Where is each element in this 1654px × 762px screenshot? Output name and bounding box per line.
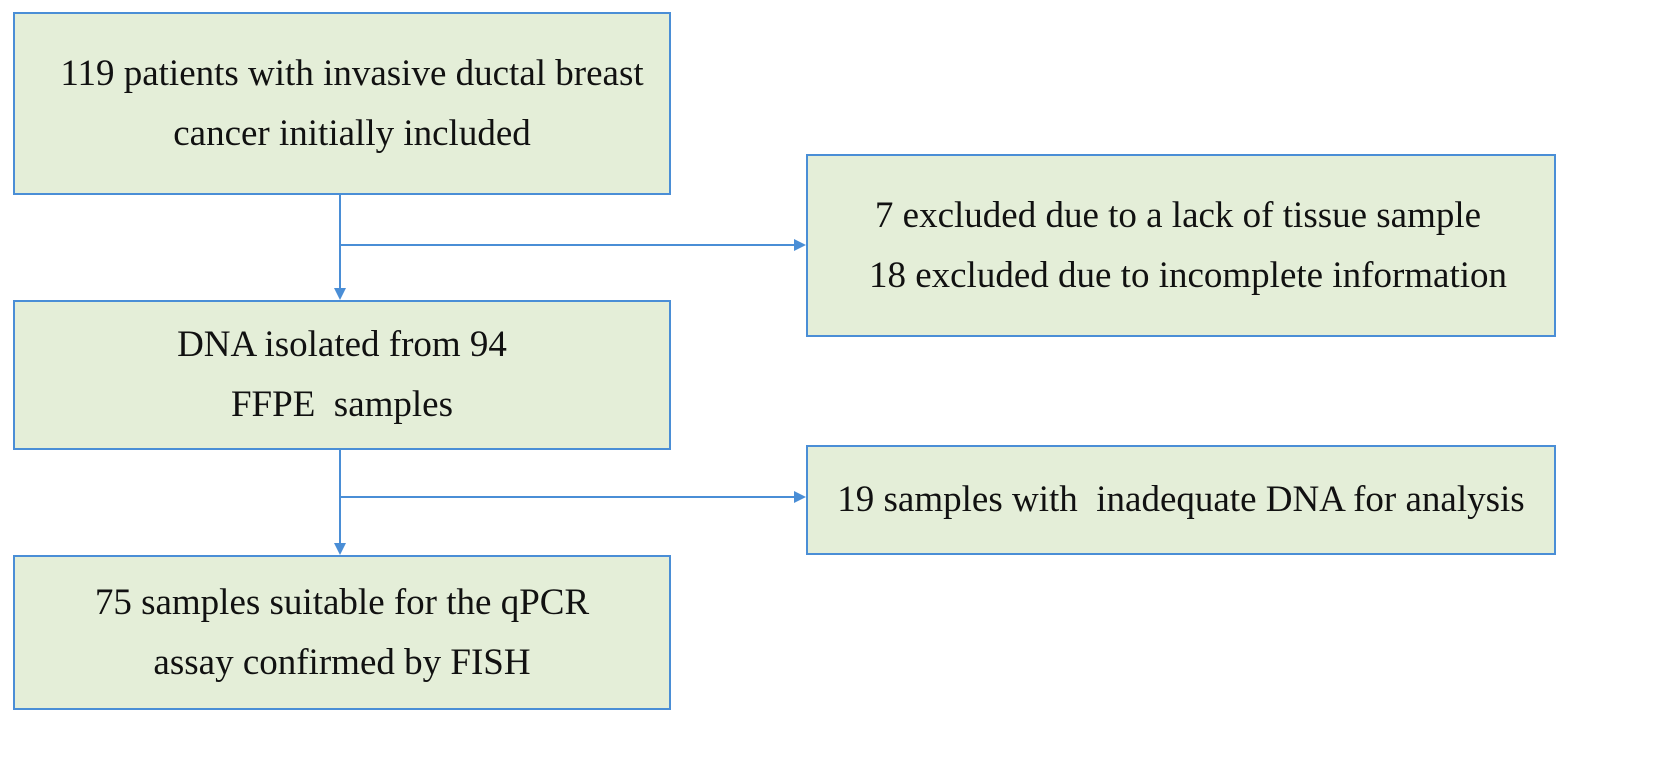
excluded-line-1: 7 excluded due to a lack of tissue sampl… <box>874 194 1482 236</box>
suitable-samples-line-1: 75 samples suitable for the qPCR <box>94 581 590 623</box>
inadequate-dna-box: 19 samples with inadequate DNA for analy… <box>806 445 1556 555</box>
suitable-samples-box: 75 samples suitable for the qPCR assay c… <box>13 555 671 710</box>
inadequate-dna-line-1: 19 samples with inadequate DNA for analy… <box>837 479 1525 520</box>
excluded-line-2: 18 excluded due to incomplete informatio… <box>868 254 1508 296</box>
excluded-box: 7 excluded due to a lack of tissue sampl… <box>806 154 1556 337</box>
dna-isolated-box: DNA isolated from 94 FFPE samples <box>13 300 671 450</box>
suitable-samples-line-2: assay confirmed by FISH <box>153 641 531 683</box>
initial-patients-line-1: 119 patients with invasive ductal breast <box>60 52 644 94</box>
dna-isolated-line-2: FFPE samples <box>230 384 454 425</box>
initial-patients-line-2: cancer initially included <box>173 112 531 154</box>
initial-patients-box: 119 patients with invasive ductal breast… <box>13 12 671 195</box>
dna-isolated-line-1: DNA isolated from 94 <box>177 324 507 365</box>
